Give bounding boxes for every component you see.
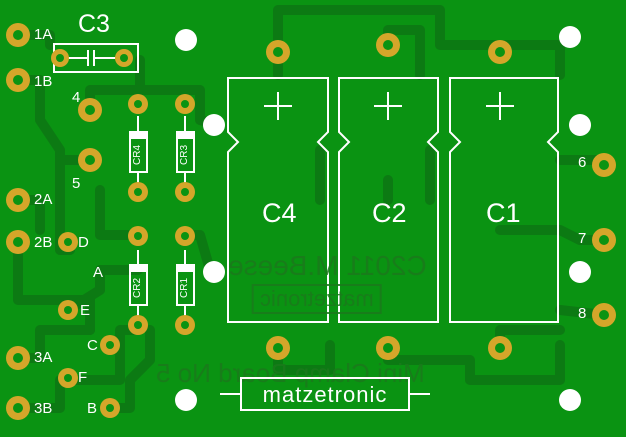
pad-3a-label: 3A	[34, 349, 53, 366]
pad-b-label: B	[87, 400, 98, 417]
pad-7-label: 7	[578, 230, 587, 247]
diode-outlines	[129, 116, 195, 322]
logo-text: matzetronic	[262, 382, 388, 407]
pad-c-label: C	[87, 337, 98, 354]
pad-a-label: A	[93, 264, 104, 281]
pad-8-label: 8	[578, 305, 587, 322]
pad-4-label: 4	[72, 89, 81, 106]
matzetronic-logo: matzetronic	[240, 377, 410, 411]
pad-2a-label: 2A	[34, 191, 53, 208]
pad-d-label: D	[78, 234, 89, 251]
pad-5-label: 5	[72, 175, 81, 192]
solder-pads	[6, 23, 616, 420]
c2-label: C2	[372, 198, 407, 228]
pad-f-label: F	[78, 369, 88, 386]
pad-1b-label: 1B	[34, 73, 53, 90]
c1-label: C1	[486, 198, 521, 228]
mounting-holes	[175, 26, 591, 411]
pad-1a-label: 1A	[34, 26, 53, 43]
c3-label: C3	[78, 10, 110, 38]
pad-e-label: E	[80, 302, 91, 319]
capacitor-outlines	[227, 77, 559, 323]
pad-6-label: 6	[578, 154, 587, 171]
c4-label: C4	[262, 198, 297, 228]
pad-2b-label: 2B	[34, 234, 53, 251]
pad-3b-label: 3B	[34, 400, 53, 417]
